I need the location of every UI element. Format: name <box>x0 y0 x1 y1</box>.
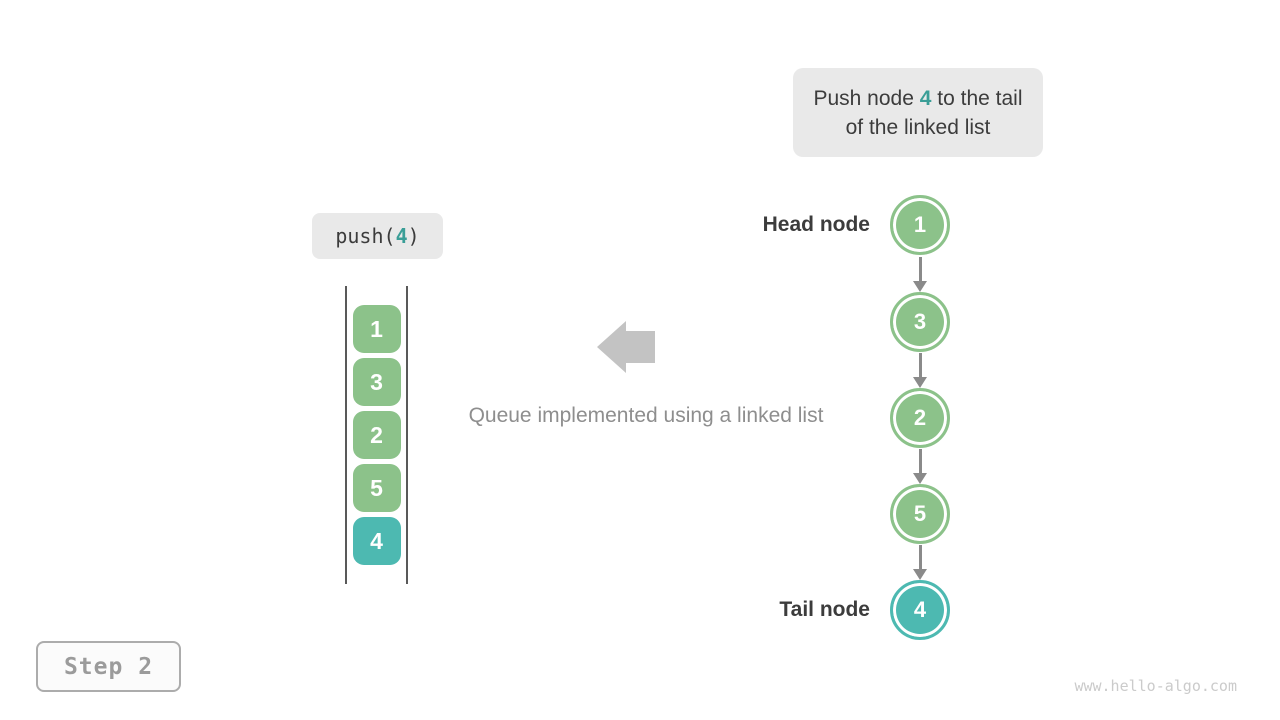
list-node: 5 <box>890 484 950 544</box>
queue-container: 1 3 2 5 4 <box>345 286 408 584</box>
list-node: 1 <box>890 195 950 255</box>
callout-text: Push node 4 to the tail of the linked li… <box>807 84 1029 142</box>
callout-suffix: to the tail of the linked list <box>845 86 1023 139</box>
push-suffix: ) <box>407 224 420 248</box>
queue-item: 2 <box>352 411 401 459</box>
arrow-head <box>913 473 927 484</box>
push-prefix: push( <box>335 224 396 248</box>
callout-prefix: Push node <box>813 86 920 110</box>
arrow-head <box>913 569 927 580</box>
figure-caption: Queue implemented using a linked list <box>468 404 824 427</box>
arrow-shaft <box>918 353 922 377</box>
arrow-shaft <box>918 257 922 281</box>
list-node: 3 <box>890 292 950 352</box>
callout-bubble: Push node 4 to the tail of the linked li… <box>793 68 1043 157</box>
down-arrow-icon <box>913 353 927 388</box>
watermark-url: www.hello-algo.com <box>1074 677 1237 695</box>
queue-item: 1 <box>352 305 401 353</box>
step-badge: Step 2 <box>36 641 181 692</box>
queue-item: 5 <box>352 464 401 512</box>
arrow-head <box>913 377 927 388</box>
linked-list-container: 1 3 2 5 4 <box>890 195 950 640</box>
arrow-shaft <box>918 545 922 569</box>
down-arrow-icon <box>913 545 927 580</box>
left-arrow-icon <box>597 321 655 373</box>
queue-item: 4 <box>352 517 401 565</box>
down-arrow-icon <box>913 449 927 484</box>
arrow-head <box>913 281 927 292</box>
push-call-label: push(4) <box>312 213 443 259</box>
queue-item: 3 <box>352 358 401 406</box>
list-node: 2 <box>890 388 950 448</box>
down-arrow-icon <box>913 257 927 292</box>
arrow-shaft <box>918 449 922 473</box>
head-node-label: Head node <box>762 213 870 236</box>
callout-value: 4 <box>919 86 932 110</box>
tail-node-label: Tail node <box>779 598 870 621</box>
list-node: 4 <box>890 580 950 640</box>
push-value: 4 <box>395 224 408 248</box>
